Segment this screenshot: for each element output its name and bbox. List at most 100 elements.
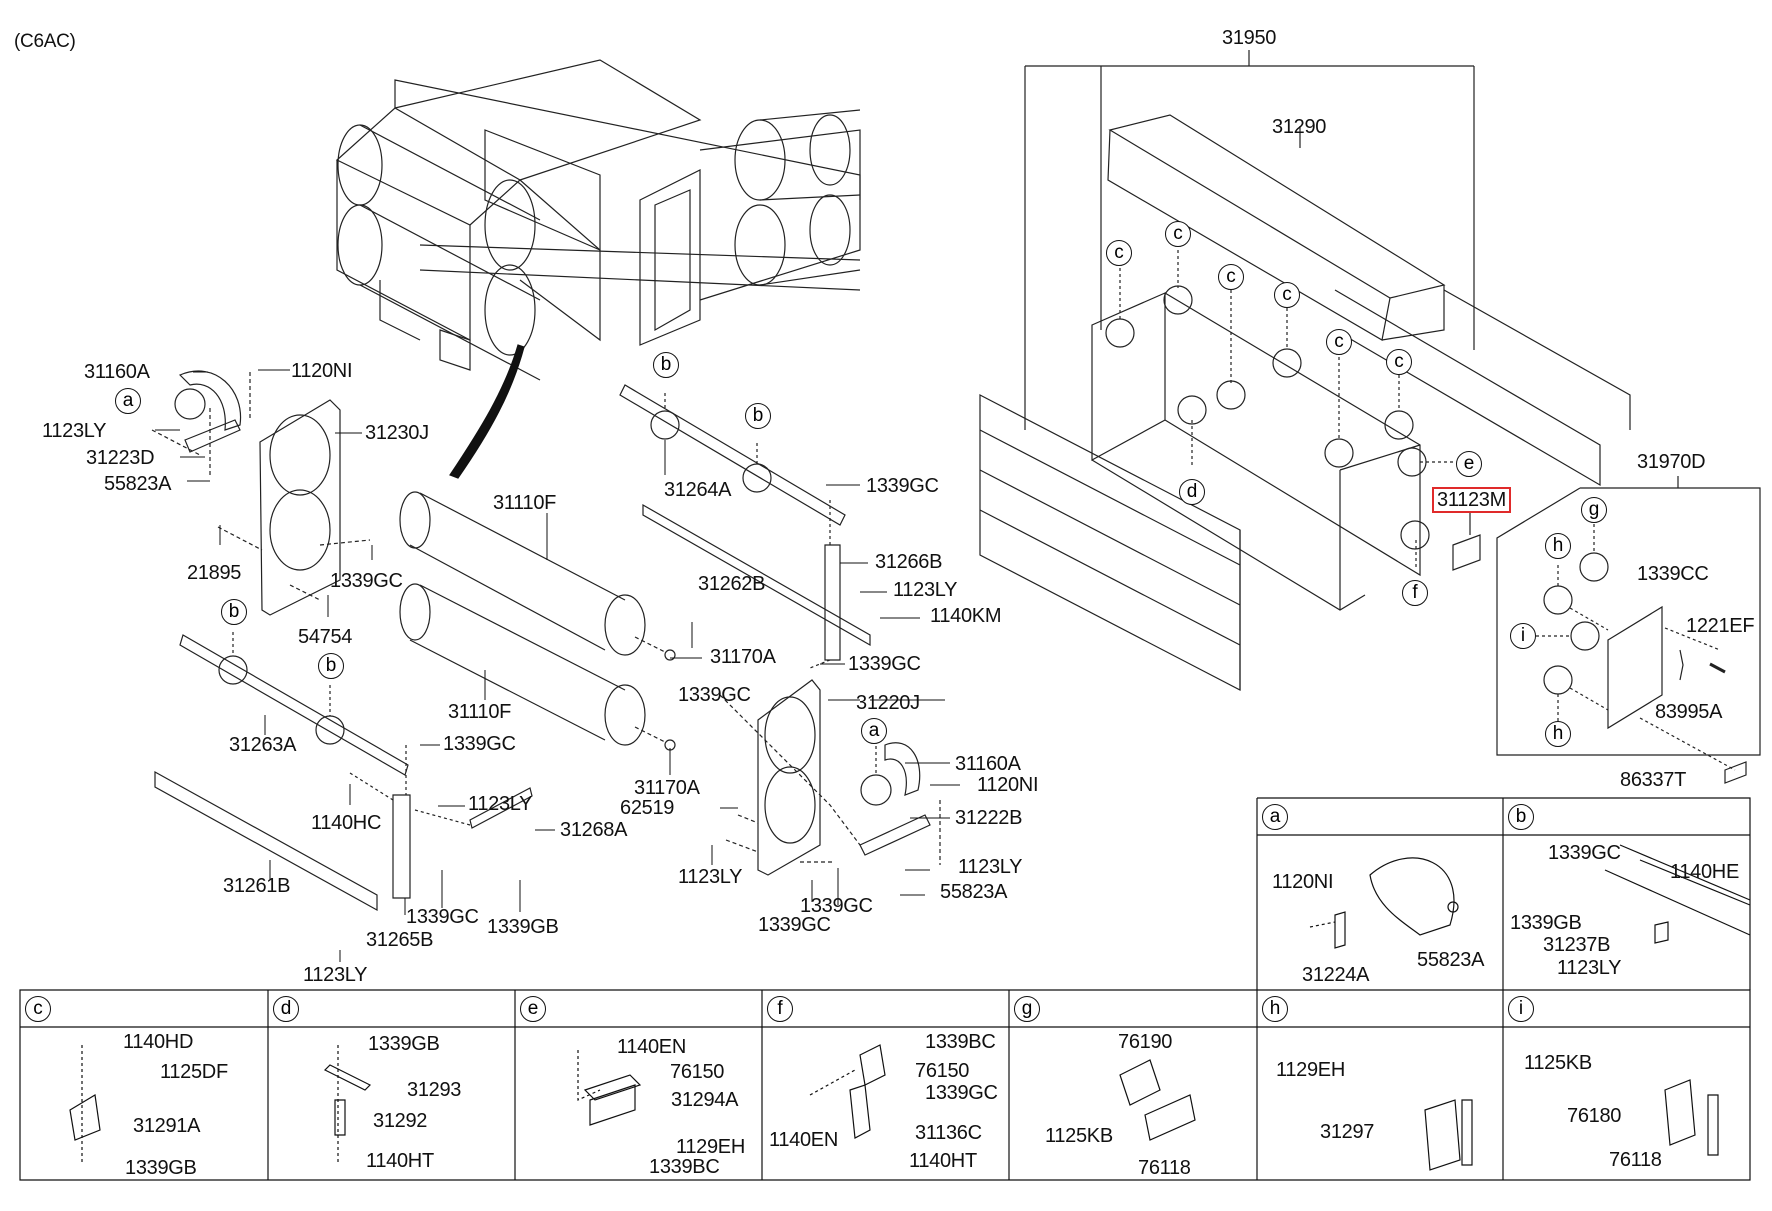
callout-d[interactable]: d bbox=[1179, 479, 1205, 505]
part-label-1339GC[interactable]: 1339GC bbox=[758, 914, 831, 936]
callout-b[interactable]: b bbox=[745, 403, 771, 429]
detail-h-label[interactable]: 1129EH bbox=[1276, 1059, 1345, 1081]
callout-h[interactable]: h bbox=[1545, 721, 1571, 747]
part-label-31261B[interactable]: 31261B bbox=[223, 875, 291, 897]
detail-b-label[interactable]: 1140HE bbox=[1670, 861, 1739, 883]
detail-g-label[interactable]: 1125KB bbox=[1045, 1125, 1113, 1147]
callout-e[interactable]: e bbox=[1456, 451, 1482, 477]
callout-c[interactable]: c bbox=[1218, 264, 1244, 290]
part-label-31110F-lower[interactable]: 31110F bbox=[448, 701, 512, 723]
part-label-83995A[interactable]: 83995A bbox=[1655, 701, 1723, 723]
callout-a[interactable]: a bbox=[115, 388, 141, 414]
detail-a-label[interactable]: 55823A bbox=[1417, 949, 1485, 971]
part-label-31265B[interactable]: 31265B bbox=[366, 929, 434, 951]
detail-d-label[interactable]: 31293 bbox=[407, 1079, 462, 1101]
part-label-1123LY[interactable]: 1123LY bbox=[42, 420, 107, 442]
callout-b[interactable]: b bbox=[318, 653, 344, 679]
callout-c[interactable]: c bbox=[1274, 282, 1300, 308]
detail-i-label[interactable]: 76118 bbox=[1609, 1149, 1662, 1171]
callout-f[interactable]: f bbox=[1402, 580, 1428, 606]
part-label-31222B[interactable]: 31222B bbox=[955, 807, 1023, 829]
detail-c-label[interactable]: 1140HD bbox=[123, 1031, 194, 1053]
detail-e-label[interactable]: 1140EN bbox=[617, 1036, 686, 1058]
part-label-1123LY[interactable]: 1123LY bbox=[958, 856, 1023, 878]
detail-e-label[interactable]: 1339BC bbox=[649, 1156, 720, 1178]
part-label-31950[interactable]: 31950 bbox=[1222, 27, 1277, 49]
detail-c-label[interactable]: 1125DF bbox=[160, 1061, 228, 1083]
detail-c-label[interactable]: 1339GB bbox=[125, 1157, 197, 1179]
detail-f-label[interactable]: 1339GC bbox=[925, 1082, 998, 1104]
part-label-62519[interactable]: 62519 bbox=[620, 797, 675, 819]
part-label-1120NI[interactable]: 1120NI bbox=[291, 360, 353, 382]
part-label-31263A[interactable]: 31263A bbox=[229, 734, 297, 756]
part-label-1120NI[interactable]: 1120NI bbox=[977, 774, 1039, 796]
part-label-1123LY[interactable]: 1123LY bbox=[303, 964, 368, 986]
detail-i-label[interactable]: 1125KB bbox=[1524, 1052, 1592, 1074]
part-label-1339GB[interactable]: 1339GB bbox=[487, 916, 559, 938]
detail-b-label[interactable]: 1339GB bbox=[1510, 912, 1582, 934]
part-label-31170A-lower[interactable]: 31170A bbox=[634, 777, 700, 799]
part-label-1123LY[interactable]: 1123LY bbox=[678, 866, 743, 888]
detail-f-label[interactable]: 1140HT bbox=[909, 1150, 977, 1172]
part-label-31123M-highlighted[interactable]: 31123M bbox=[1432, 487, 1511, 513]
detail-f-label[interactable]: 1140EN bbox=[769, 1129, 838, 1151]
part-label-31160A[interactable]: 31160A bbox=[955, 753, 1021, 775]
part-label-1221EF[interactable]: 1221EF bbox=[1686, 615, 1755, 637]
part-label-21895[interactable]: 21895 bbox=[187, 562, 242, 584]
part-label-54754[interactable]: 54754 bbox=[298, 626, 353, 648]
detail-f-label[interactable]: 1339BC bbox=[925, 1031, 996, 1053]
callout-h[interactable]: h bbox=[1545, 533, 1571, 559]
part-label-1339GC[interactable]: 1339GC bbox=[330, 570, 403, 592]
detail-d-label[interactable]: 1339GB bbox=[368, 1033, 440, 1055]
callout-c[interactable]: c bbox=[1165, 221, 1191, 247]
part-label-55823A[interactable]: 55823A bbox=[104, 473, 172, 495]
part-label-31220J[interactable]: 31220J bbox=[856, 692, 920, 714]
part-label-31262B[interactable]: 31262B bbox=[698, 573, 766, 595]
callout-c[interactable]: c bbox=[1106, 240, 1132, 266]
part-label-1123LY[interactable]: 1123LY bbox=[893, 579, 958, 601]
part-label-31268A[interactable]: 31268A bbox=[560, 819, 628, 841]
detail-b-label[interactable]: 1123LY bbox=[1557, 957, 1622, 979]
callout-c[interactable]: c bbox=[1386, 349, 1412, 375]
detail-a-label[interactable]: 31224A bbox=[1302, 964, 1370, 986]
detail-h-label[interactable]: 31297 bbox=[1320, 1121, 1375, 1143]
part-label-31160A[interactable]: 31160A bbox=[84, 361, 150, 383]
part-label-31230J[interactable]: 31230J bbox=[365, 422, 429, 444]
part-label-31223D[interactable]: 31223D bbox=[86, 447, 155, 469]
part-label-1123LY[interactable]: 1123LY bbox=[468, 793, 533, 815]
part-label-31970D[interactable]: 31970D bbox=[1637, 451, 1706, 473]
part-label-55823A[interactable]: 55823A bbox=[940, 881, 1008, 903]
callout-a[interactable]: a bbox=[861, 718, 887, 744]
detail-g-label[interactable]: 76118 bbox=[1138, 1157, 1191, 1179]
detail-c-label[interactable]: 31291A bbox=[133, 1115, 201, 1137]
part-label-1339GC[interactable]: 1339GC bbox=[443, 733, 516, 755]
callout-g[interactable]: g bbox=[1581, 497, 1607, 523]
callout-i[interactable]: i bbox=[1510, 623, 1536, 649]
part-label-86337T[interactable]: 86337T bbox=[1620, 769, 1687, 791]
detail-e-label[interactable]: 76150 bbox=[670, 1061, 725, 1083]
callout-b[interactable]: b bbox=[221, 599, 247, 625]
part-label-31266B[interactable]: 31266B bbox=[875, 551, 943, 573]
part-label-1140HC[interactable]: 1140HC bbox=[311, 812, 382, 834]
detail-d-label[interactable]: 31292 bbox=[373, 1110, 428, 1132]
detail-f-label[interactable]: 76150 bbox=[915, 1060, 970, 1082]
detail-i-label[interactable]: 76180 bbox=[1567, 1105, 1622, 1127]
part-label-1339GC[interactable]: 1339GC bbox=[848, 653, 921, 675]
callout-c[interactable]: c bbox=[1326, 329, 1352, 355]
part-label-31264A[interactable]: 31264A bbox=[664, 479, 732, 501]
part-label-1339GC[interactable]: 1339GC bbox=[678, 684, 751, 706]
part-label-31290[interactable]: 31290 bbox=[1272, 116, 1327, 138]
detail-f-label[interactable]: 31136C bbox=[915, 1122, 982, 1144]
detail-e-label[interactable]: 1129EH bbox=[676, 1136, 745, 1158]
callout-b[interactable]: b bbox=[653, 352, 679, 378]
part-label-1339GC[interactable]: 1339GC bbox=[406, 906, 479, 928]
part-label-1140KM[interactable]: 1140KM bbox=[930, 605, 1002, 627]
part-label-1339GC[interactable]: 1339GC bbox=[800, 895, 873, 917]
detail-b-label[interactable]: 1339GC bbox=[1548, 842, 1621, 864]
part-label-31110F-upper[interactable]: 31110F bbox=[493, 492, 557, 514]
detail-d-label[interactable]: 1140HT bbox=[366, 1150, 434, 1172]
detail-b-label[interactable]: 31237B bbox=[1543, 934, 1611, 956]
part-label-31170A-upper[interactable]: 31170A bbox=[710, 646, 776, 668]
part-label-1339CC[interactable]: 1339CC bbox=[1637, 563, 1709, 585]
detail-g-label[interactable]: 76190 bbox=[1118, 1031, 1173, 1053]
